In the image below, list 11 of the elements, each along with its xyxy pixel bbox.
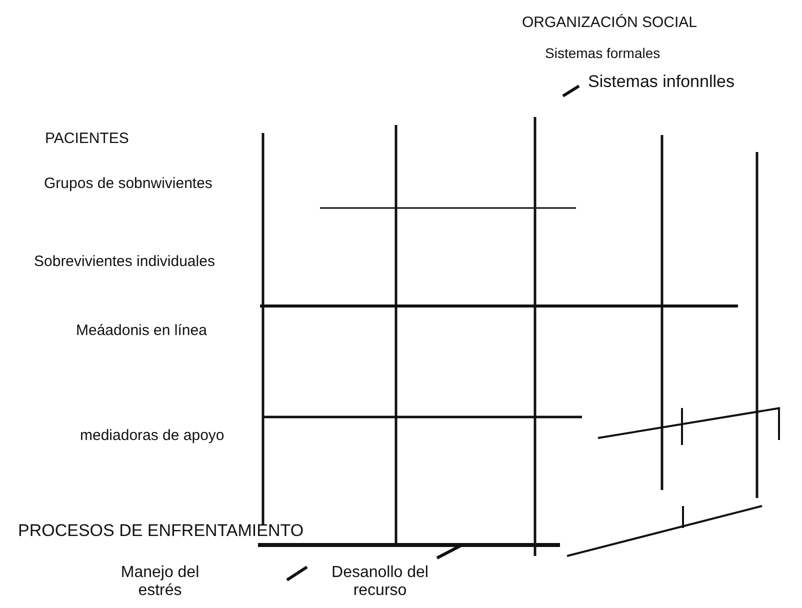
axis-label: Grupos de sobnwivientes <box>44 175 212 193</box>
heading: PACIENTES <box>45 130 129 148</box>
axis-label: mediadoras de apoyo <box>80 427 224 445</box>
heading: ORGANIZACIÓN SOCIAL <box>522 14 698 32</box>
axis-label: Desanollo del recurso <box>330 564 430 600</box>
axis-label: Sistemas formales <box>545 44 660 62</box>
heading: PROCESOS DE ENFRENTAMIENTO <box>18 522 304 540</box>
axis-label: Manejo del estrés <box>120 564 200 600</box>
axis-label: Sobrevivientes individuales <box>34 253 215 271</box>
axis-label: Meáadonis en línea <box>76 322 207 340</box>
axis-label: Sistemas infonnlles <box>588 73 734 91</box>
